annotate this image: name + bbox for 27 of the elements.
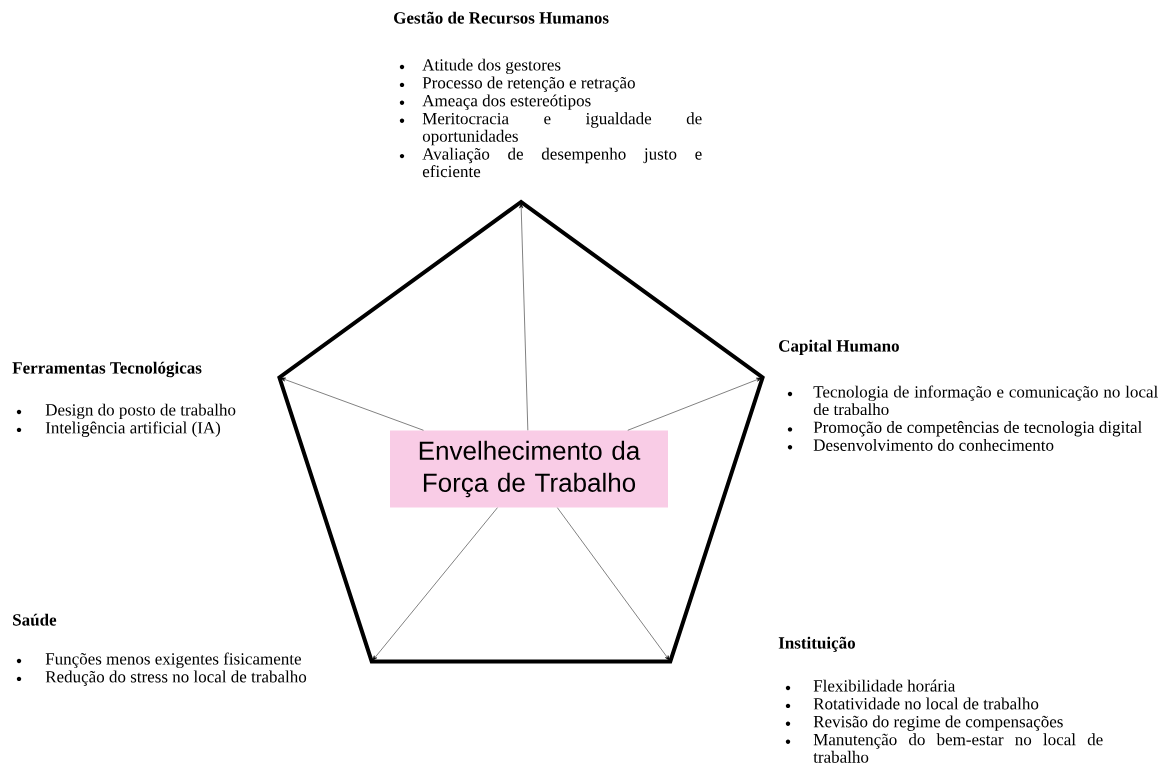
list-item: Ameaça dos estereótipos — [399, 94, 591, 110]
arrow — [279, 377, 424, 431]
arrow — [372, 507, 498, 662]
list-item: Desenvolvimento do conhecimento — [787, 438, 1054, 451]
list-item: Meritocracia e igualdade de oportunidades — [399, 112, 702, 146]
list-item: Promoção de competências de tecnologia digital — [787, 421, 1142, 437]
arrow — [519, 202, 529, 431]
list-item: Flexibilidade horária — [785, 679, 956, 692]
list-item: Atitude dos gestores — [399, 58, 561, 75]
list-item: Rotatividade no local de trabalho — [785, 697, 1039, 710]
category-heading: Saúde — [13, 613, 57, 626]
category-heading: Capital Humano — [779, 339, 899, 356]
arrow — [627, 377, 763, 431]
list-item: Design do posto de trabalho — [16, 403, 236, 420]
category-heading: Instituição — [778, 636, 855, 652]
list-item: Funções menos exigentes fisicamente — [16, 652, 301, 669]
list-item: Inteligência artificial (IA) — [16, 421, 221, 437]
list-item: Tecnologia de informação e comunicação no local de trabalho — [787, 385, 1158, 416]
list-item: Revisão do regime de compensações — [785, 715, 1063, 731]
list-item: Manutenção do bem-estar no local de trabalho — [785, 733, 1103, 763]
arrow — [557, 507, 671, 662]
list-item: Processo de retenção e retração — [399, 76, 635, 92]
category-heading: Gestão de Recursos Humanos — [394, 11, 609, 24]
category-heading: Ferramentas Tecnológicas — [12, 361, 202, 378]
title-box: Envelhecimento da Força de Trabalho — [390, 430, 668, 508]
list-item: Avaliação de desempenho justo e eficiente — [399, 147, 702, 178]
list-item: Redução do stress no local de trabalho — [16, 670, 307, 686]
